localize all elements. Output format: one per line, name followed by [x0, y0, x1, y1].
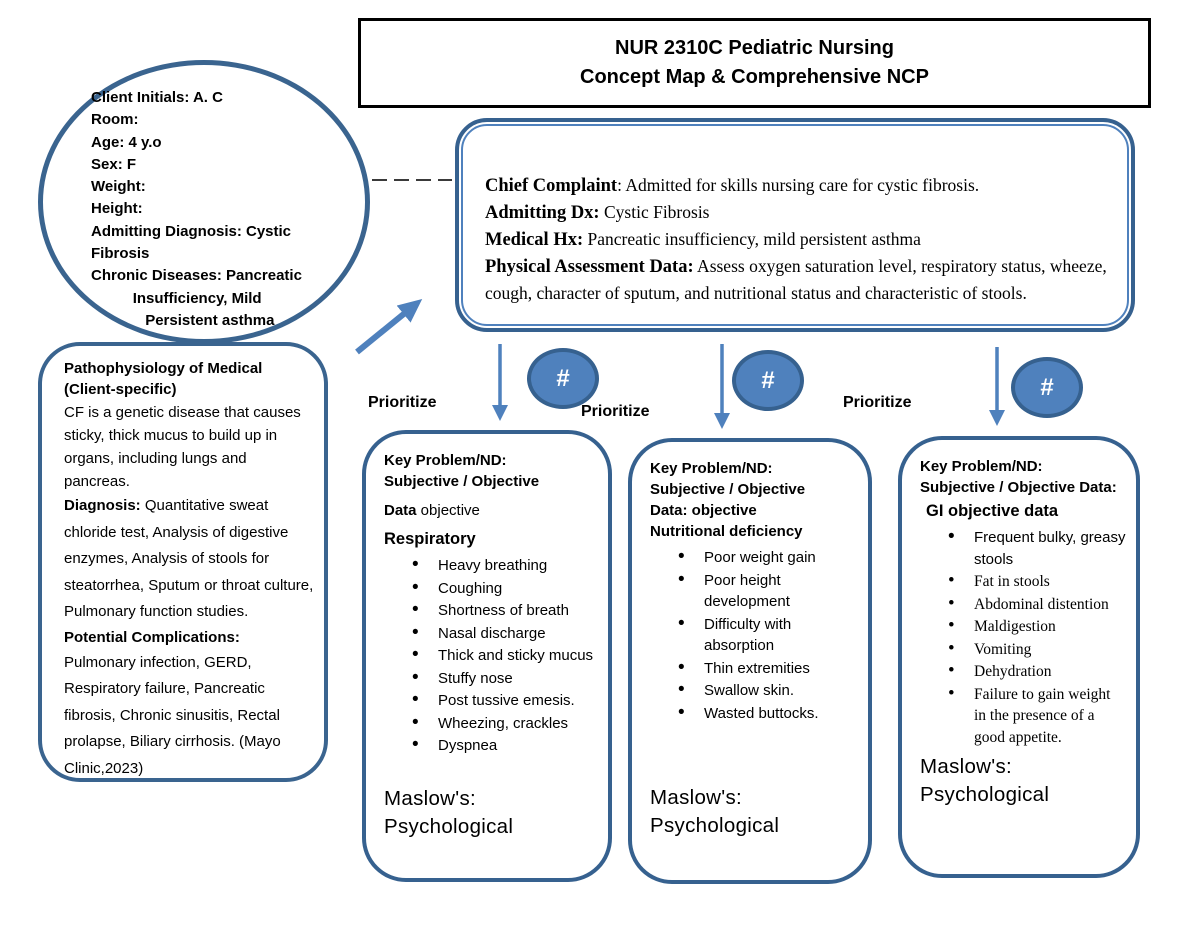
list-item: Dehydration: [948, 660, 1126, 683]
maslow-label: Maslow's: Psychological: [384, 786, 514, 838]
data-line: Data objective: [384, 500, 598, 521]
list-item: Vomiting: [948, 638, 1126, 661]
list-item: Dyspnea: [412, 734, 598, 757]
key-problem-header: Key Problem/ND:: [384, 452, 507, 469]
complications-paragraph: Potential Complications: Pulmonary infect…: [64, 626, 314, 783]
physical-assessment-value: Assess oxygen saturation level, respirat…: [485, 256, 1107, 303]
problem-category: Nutritional deficiency: [650, 523, 803, 540]
data-text: objective: [416, 502, 480, 519]
course-title: NUR 2310C Pediatric Nursing: [615, 37, 894, 59]
physical-assessment-label: Physical Assessment Data:: [485, 257, 694, 277]
chief-complaint-line: Chief Complaint: Admitted for skills nur…: [485, 172, 1115, 199]
admitting-dx-value: Cystic Fibrosis: [599, 202, 710, 222]
complications-label: Potential Complications:: [64, 628, 240, 646]
symptom-list: Heavy breathing Coughing Shortness of br…: [384, 554, 598, 757]
key-problem-header: Subjective / Objective: [650, 481, 806, 498]
prioritize-label-1: Prioritize: [368, 394, 437, 411]
hash-icon: #: [1040, 373, 1054, 401]
problem-category: Respiratory: [384, 530, 476, 548]
complications-text: Pulmonary infection, GERD, Respiratory f…: [64, 653, 281, 777]
list-item: Post tussive emesis.: [412, 689, 598, 712]
symptom-list: Frequent bulky, greasy stools Fat in sto…: [920, 526, 1126, 749]
list-item: Stuffy nose: [412, 667, 598, 690]
prioritize-label-3: Prioritize: [843, 394, 912, 411]
client-info-ellipse: Client Initials: A. C Room: Age: 4 y.o S…: [38, 60, 370, 344]
client-info-text: Client Initials: A. C Room: Age: 4 y.o S…: [91, 89, 302, 329]
medical-hx-line: Medical Hx: Pancreatic insufficiency, mi…: [485, 226, 1115, 253]
symptom-list: Poor weight gain Poor height development…: [650, 546, 858, 725]
data-label: Data: [384, 502, 417, 519]
list-item: Poor weight gain: [678, 546, 858, 569]
list-item: Wasted buttocks.: [678, 702, 858, 725]
list-item: Maldigestion: [948, 615, 1126, 638]
list-item: Heavy breathing: [412, 554, 598, 577]
key-problem-box-gi: Key Problem/ND: Subjective / Objective D…: [898, 436, 1140, 878]
problem-category: GI objective data: [926, 502, 1059, 520]
priority-badge-3: #: [1011, 357, 1083, 418]
hash-icon: #: [761, 366, 775, 394]
list-item: Failure to gain weight in the presence o…: [948, 683, 1126, 749]
chief-complaint-box: Chief Complaint: Admitted for skills nur…: [455, 118, 1135, 332]
pathophysiology-heading: Pathophysiology of Medical (Client-speci…: [64, 360, 263, 398]
priority-badge-2: #: [732, 350, 804, 411]
list-item: Abdominal distention: [948, 593, 1126, 616]
medical-hx-value: Pancreatic insufficiency, mild persisten…: [583, 229, 921, 249]
list-item: Shortness of breath: [412, 599, 598, 622]
key-problem-box-nutrition: Key Problem/ND: Subjective / Objective D…: [628, 438, 872, 884]
list-item: Wheezing, crackles: [412, 712, 598, 735]
pathophysiology-body: CF is a genetic disease that causes stic…: [64, 404, 301, 490]
key-problem-header: Data: objective: [650, 502, 757, 519]
list-item: Frequent bulky, greasy stools: [948, 526, 1126, 570]
list-item: Difficulty with absorption: [678, 613, 858, 657]
list-item: Thin extremities: [678, 657, 858, 680]
key-problem-header: Subjective / Objective Data:: [920, 479, 1117, 496]
physical-assessment-line: Physical Assessment Data: Assess oxygen …: [485, 253, 1115, 306]
title-box: NUR 2310C Pediatric Nursing Concept Map …: [358, 18, 1151, 108]
key-problem-box-respiratory: Key Problem/ND: Subjective / Objective D…: [362, 430, 612, 882]
medical-hx-label: Medical Hx:: [485, 230, 584, 250]
list-item: Poor height development: [678, 569, 858, 613]
document-subtitle: Concept Map & Comprehensive NCP: [580, 66, 929, 88]
list-item: Nasal discharge: [412, 622, 598, 645]
admitting-dx-line: Admitting Dx: Cystic Fibrosis: [485, 199, 1115, 226]
pathophysiology-box: Pathophysiology of Medical (Client-speci…: [38, 342, 328, 782]
diagnosis-text: Quantitative sweat chloride test, Analys…: [64, 497, 314, 620]
admitting-dx-label: Admitting Dx:: [485, 203, 600, 223]
maslow-label: Maslow's: Psychological: [650, 786, 780, 837]
maslow-label: Maslow's: Psychological: [920, 755, 1050, 806]
diagnosis-label: Diagnosis:: [64, 497, 141, 514]
list-item: Thick and sticky mucus: [412, 644, 598, 667]
key-problem-header: Subjective / Objective: [384, 473, 540, 490]
chief-complaint-text: Chief Complaint: Admitted for skills nur…: [485, 172, 1115, 306]
key-problem-header: Key Problem/ND:: [920, 458, 1043, 475]
chief-complaint-label: Chief Complaint: [485, 176, 618, 196]
list-item: Swallow skin.: [678, 679, 858, 702]
priority-badge-1: #: [527, 348, 599, 409]
key-problem-header: Key Problem/ND:: [650, 460, 773, 477]
chief-complaint-value: : Admitted for skills nursing care for c…: [617, 175, 980, 195]
hash-icon: #: [556, 364, 570, 392]
diagnosis-paragraph: Diagnosis: Quantitative sweat chloride t…: [64, 493, 314, 626]
list-item: Fat in stools: [948, 570, 1126, 593]
patho-to-chief-arrow: [355, 298, 423, 355]
list-item: Coughing: [412, 577, 598, 600]
prioritize-label-2: Prioritize: [581, 403, 650, 420]
